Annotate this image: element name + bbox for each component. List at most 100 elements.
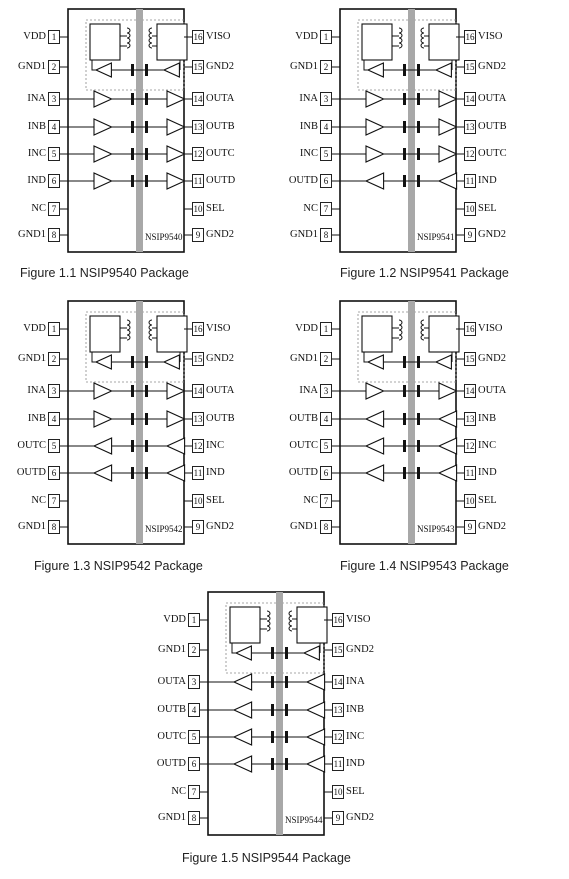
coupler-mark <box>403 385 406 397</box>
pin-number: 5 <box>48 439 60 453</box>
pin-number: 6 <box>320 174 332 188</box>
pin-name: OUTB <box>478 121 507 132</box>
pin-number: 12 <box>464 439 476 453</box>
coupler-mark <box>145 175 148 187</box>
coupler-mark <box>145 385 148 397</box>
secondary-coil-icon <box>288 610 293 632</box>
feedback-buffer-icon <box>434 62 452 78</box>
pin-name: SEL <box>478 203 497 214</box>
pin-name: GND2 <box>478 229 506 240</box>
coupler-mark <box>417 93 420 105</box>
feedback-buffer-icon <box>162 62 180 78</box>
package-body <box>339 300 457 545</box>
pin-name: INA <box>299 385 318 396</box>
pin-number: 11 <box>192 174 204 188</box>
pin-number: 9 <box>464 228 476 242</box>
coupler-mark <box>285 647 288 659</box>
buffer-left-icon <box>232 701 253 719</box>
pin-name: SEL <box>346 786 365 797</box>
pin-number: 12 <box>192 147 204 161</box>
pin-number: 13 <box>192 412 204 426</box>
coupler-mark <box>145 121 148 133</box>
pin-number: 7 <box>48 494 60 508</box>
pin-name: OUTD <box>16 467 46 478</box>
pin-number: 2 <box>320 352 332 366</box>
pin-name: OUTD <box>288 467 318 478</box>
feedback-buffer-icon <box>234 645 252 661</box>
buffer-left-icon <box>364 172 385 190</box>
pin-number: 7 <box>188 785 200 799</box>
pin-number: 13 <box>192 120 204 134</box>
coupler-mark <box>271 758 274 770</box>
pin-name: INC <box>478 440 497 451</box>
coupler-mark <box>131 93 134 105</box>
pin-name: OUTB <box>289 413 318 424</box>
secondary-rectifier-block <box>156 23 188 61</box>
pin-number: 1 <box>48 30 60 44</box>
isolation-barrier <box>276 592 283 835</box>
pin-number: 14 <box>192 384 204 398</box>
buffer-left-icon <box>92 464 113 482</box>
pin-number: 3 <box>48 384 60 398</box>
pin-number: 14 <box>332 675 344 689</box>
pin-name: GND1 <box>290 353 318 364</box>
pin-name: GND2 <box>478 353 506 364</box>
pin-number: 1 <box>48 322 60 336</box>
primary-driver-block <box>361 23 393 61</box>
pin-number: 10 <box>464 202 476 216</box>
pin-name: IND <box>478 467 497 478</box>
isolation-barrier <box>408 9 415 252</box>
coupler-mark <box>403 93 406 105</box>
coupler-mark <box>417 413 420 425</box>
coupler-mark <box>403 413 406 425</box>
buffer-right-icon <box>365 118 385 136</box>
pin-number: 6 <box>188 757 200 771</box>
package-schematic <box>200 591 332 836</box>
pin-number: 8 <box>48 520 60 534</box>
figure-caption: Figure 1.4 NSIP9543 Package <box>340 559 509 573</box>
pin-name: GND2 <box>206 521 234 532</box>
pin-name: SEL <box>206 495 225 506</box>
pin-name: SEL <box>206 203 225 214</box>
pin-name: GND1 <box>18 229 46 240</box>
pin-number: 10 <box>332 785 344 799</box>
feedback-buffer-icon <box>162 354 180 370</box>
coupler-mark <box>131 121 134 133</box>
feedback-buffer-icon <box>366 354 384 370</box>
coupler-mark <box>285 676 288 688</box>
isolation-barrier <box>408 301 415 544</box>
pin-number: 4 <box>48 412 60 426</box>
coupler-mark <box>417 356 420 368</box>
pin-number: 11 <box>464 174 476 188</box>
pin-name: VISO <box>478 31 503 42</box>
buffer-left-icon <box>232 673 253 691</box>
pin-name: NC <box>303 495 318 506</box>
pin-number: 7 <box>320 202 332 216</box>
figure-caption: Figure 1.2 NSIP9541 Package <box>340 266 509 280</box>
